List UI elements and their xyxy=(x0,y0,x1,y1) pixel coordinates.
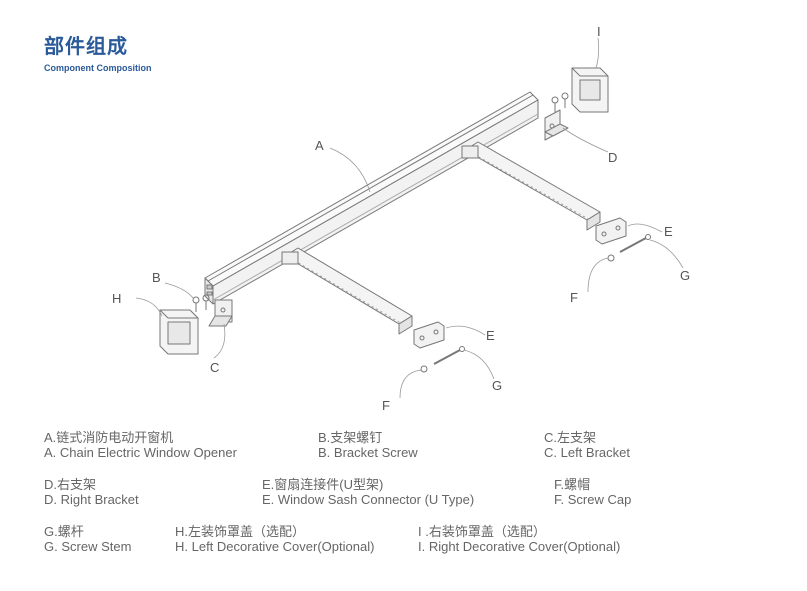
callout-c: C xyxy=(210,360,219,375)
callout-g-front: G xyxy=(492,378,502,393)
legend-en: D. Right Bracket xyxy=(44,492,139,507)
legend-en: I. Right Decorative Cover(Optional) xyxy=(418,539,621,554)
legend-cn: G.螺杆 xyxy=(44,524,84,539)
legend-item-i: I .右装饰罩盖（选配） I. Right Decorative Cover(O… xyxy=(418,524,620,554)
legend-en: G. Screw Stem xyxy=(44,539,132,554)
legend-cn: A.链式消防电动开窗机 xyxy=(44,430,174,445)
callout-e-rear: E xyxy=(664,224,673,239)
screw-stem-rear xyxy=(619,234,651,253)
legend-cn: I .右装饰罩盖（选配） xyxy=(418,524,546,539)
left-bracket xyxy=(208,299,233,327)
callout-e-front: E xyxy=(486,328,495,343)
callout-f-rear: F xyxy=(570,290,578,305)
page-subtitle: Component Composition xyxy=(44,63,152,73)
callout-h: H xyxy=(112,291,121,306)
legend-en: H. Left Decorative Cover(Optional) xyxy=(175,539,375,554)
bracket-screws-left xyxy=(192,294,210,312)
screw-cap-front xyxy=(420,365,428,373)
legend-en: F. Screw Cap xyxy=(554,492,632,507)
chain-arm-front xyxy=(281,247,413,335)
legend-cn: E.窗扇连接件(U型架) xyxy=(262,477,384,492)
screw-stem-front xyxy=(433,346,465,365)
legend-cn: B.支架螺钉 xyxy=(318,430,383,445)
callout-i: I xyxy=(597,24,601,39)
screw-cap-rear xyxy=(607,254,615,262)
callout-f-front: F xyxy=(382,398,390,413)
legend-item-g: G.螺杆 G. Screw Stem xyxy=(44,524,131,554)
legend-item-a: A.链式消防电动开窗机 A. Chain Electric Window Ope… xyxy=(44,430,237,460)
callout-g-rear: G xyxy=(680,268,690,283)
legend-en: C. Left Bracket xyxy=(544,445,630,460)
leader-lines xyxy=(135,37,684,399)
legend-item-d: D.右支架 D. Right Bracket xyxy=(44,477,139,507)
legend-item-b: B.支架螺钉 B. Bracket Screw xyxy=(318,430,418,460)
legend-en: E. Window Sash Connector (U Type) xyxy=(262,492,475,507)
sash-connector-front xyxy=(413,321,445,349)
sash-connector-rear xyxy=(595,217,627,245)
page-title: 部件组成 xyxy=(44,36,128,58)
chain-window-opener xyxy=(204,91,539,305)
legend-en: B. Bracket Screw xyxy=(318,445,418,460)
legend-en: A. Chain Electric Window Opener xyxy=(44,445,237,460)
right-bracket xyxy=(544,109,569,141)
component-diagram: A B C D E E F F G G H I xyxy=(112,24,690,413)
legend-item-h: H.左装饰罩盖（选配） H. Left Decorative Cover(Opt… xyxy=(175,524,374,554)
legend-cn: F.螺帽 xyxy=(554,477,591,492)
callout-d: D xyxy=(608,150,617,165)
right-decorative-cover xyxy=(571,67,609,113)
legend-item-c: C.左支架 C. Left Bracket xyxy=(544,430,630,460)
legend-cn: H.左装饰罩盖（选配） xyxy=(175,524,306,539)
legend-item-f: F.螺帽 F. Screw Cap xyxy=(554,477,631,507)
legend-cn: C.左支架 xyxy=(544,430,597,445)
callout-a: A xyxy=(315,138,324,153)
legend-item-e: E.窗扇连接件(U型架) E. Window Sash Connector (U… xyxy=(262,477,474,507)
bracket-screws-right xyxy=(551,92,569,112)
legend-cn: D.右支架 xyxy=(44,477,97,492)
left-decorative-cover xyxy=(159,309,199,355)
chain-arm-rear xyxy=(461,141,601,231)
callout-b: B xyxy=(152,270,161,285)
